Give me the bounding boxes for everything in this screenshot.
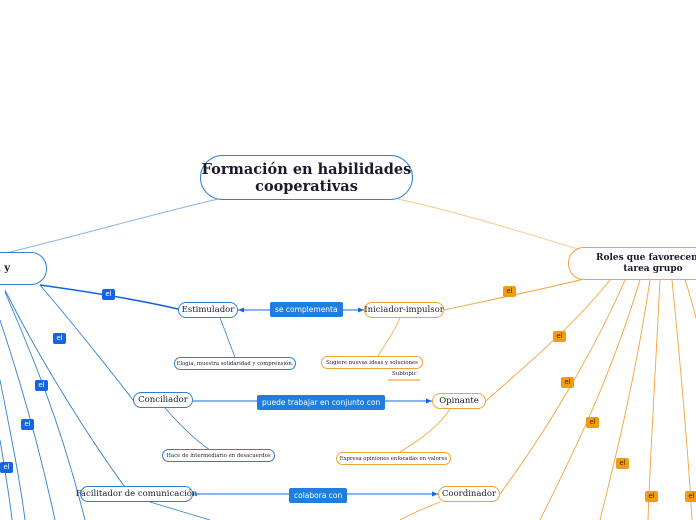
central-topic-label: Formación en habilidades cooperativas	[201, 160, 412, 195]
el-tag-orange[interactable]: el	[561, 377, 574, 388]
line-left-c	[0, 379, 26, 520]
el-tag-orange[interactable]: el	[586, 417, 599, 428]
facilitador-label: Facilitador de comunicación	[75, 489, 198, 499]
line-left-b	[0, 319, 56, 520]
el-tag-orange[interactable]: el	[503, 286, 516, 297]
line-coordinador-out	[399, 501, 441, 520]
line-right-b	[599, 279, 651, 520]
line-central-left	[9, 198, 219, 253]
line-right-opinante	[485, 279, 611, 402]
subtopic-node[interactable]: Subtopic	[392, 371, 417, 377]
iniciador-node[interactable]: Iniciador-impulsor	[364, 302, 444, 318]
conciliador-label: Conciliador	[138, 395, 188, 405]
right-main-topic-label: Roles que favorecen la tarea grupo	[595, 252, 696, 274]
line-opinante-detail	[399, 408, 451, 453]
el-tag-blue[interactable]: el	[21, 419, 34, 430]
conciliador-detail-label: Hace de intermediario en desacuerdos	[166, 452, 271, 459]
line-right-e	[684, 279, 696, 320]
el-tag-orange[interactable]: el	[553, 331, 566, 342]
opinante-detail-label: Expresa opiniones enfocadas en valores	[339, 455, 448, 462]
el-tag-orange[interactable]: el	[685, 491, 696, 502]
arrow-right-opinante	[426, 398, 432, 404]
iniciador-label: Iniciador-impulsor	[364, 305, 444, 315]
el-tag-blue[interactable]: el	[35, 380, 48, 391]
estimulador-detail-label: Elogia, muestra solidaridad y comprensió…	[176, 360, 294, 367]
line-iniciador-detail	[377, 317, 401, 357]
central-topic[interactable]: Formación en habilidades cooperativas	[200, 155, 413, 200]
arrow-right-coordinador	[432, 491, 438, 497]
opinante-label: Opinante	[439, 396, 479, 406]
line-conciliador-detail	[164, 407, 211, 451]
line-right-iniciador	[443, 277, 589, 311]
conciliador-node[interactable]: Conciliador	[133, 392, 193, 408]
opinante-node[interactable]: Opinante	[432, 393, 486, 409]
line-facilitador-out	[149, 501, 211, 520]
line-right-c	[647, 279, 661, 520]
line-central-right	[397, 198, 586, 252]
relation-colabora-label[interactable]: colabora con	[289, 488, 348, 503]
el-tag-blue[interactable]: el	[53, 333, 66, 344]
right-main-topic[interactable]: Roles que favorecen la tarea grupo	[568, 247, 696, 280]
arrow-right-iniciador	[358, 307, 364, 313]
coordinador-label: Coordinador	[441, 489, 497, 499]
line-left-d	[0, 439, 13, 520]
arrow-left-estimulador	[238, 307, 244, 313]
relation-complementa-label[interactable]: se complementa	[270, 302, 343, 317]
el-tag-blue[interactable]: el	[0, 462, 13, 473]
line-right-a	[539, 279, 641, 520]
el-tag-orange[interactable]: el	[645, 491, 658, 502]
el-tag-blue[interactable]: el	[102, 289, 115, 300]
line-left-facilitador	[4, 289, 131, 495]
el-tag-orange[interactable]: el	[616, 458, 629, 469]
line-right-coordinador	[499, 279, 626, 495]
iniciador-detail-label: Sugiere nuevas ideas y soluciones	[326, 359, 418, 366]
line-estimulador-detail	[219, 317, 236, 358]
left-main-topic[interactable]: n y	[0, 252, 47, 285]
iniciador-detail-node[interactable]: Sugiere nuevas ideas y soluciones	[321, 356, 423, 369]
opinante-detail-node[interactable]: Expresa opiniones enfocadas en valores	[336, 452, 451, 465]
line-left-conciliador	[39, 284, 134, 401]
estimulador-label: Estimulador	[181, 305, 235, 315]
estimulador-node[interactable]: Estimulador	[178, 302, 238, 318]
coordinador-node[interactable]: Coordinador	[438, 486, 500, 502]
conciliador-detail-node[interactable]: Hace de intermediario en desacuerdos	[162, 449, 275, 462]
estimulador-detail-node[interactable]: Elogia, muestra solidaridad y comprensió…	[174, 357, 296, 370]
line-right-d	[671, 279, 693, 520]
left-main-topic-label: n y	[0, 263, 10, 274]
relation-conjunto-label[interactable]: puede trabajar en conjunto con	[257, 395, 386, 410]
facilitador-node[interactable]: Facilitador de comunicación	[76, 486, 197, 502]
line-left-a	[4, 291, 86, 520]
